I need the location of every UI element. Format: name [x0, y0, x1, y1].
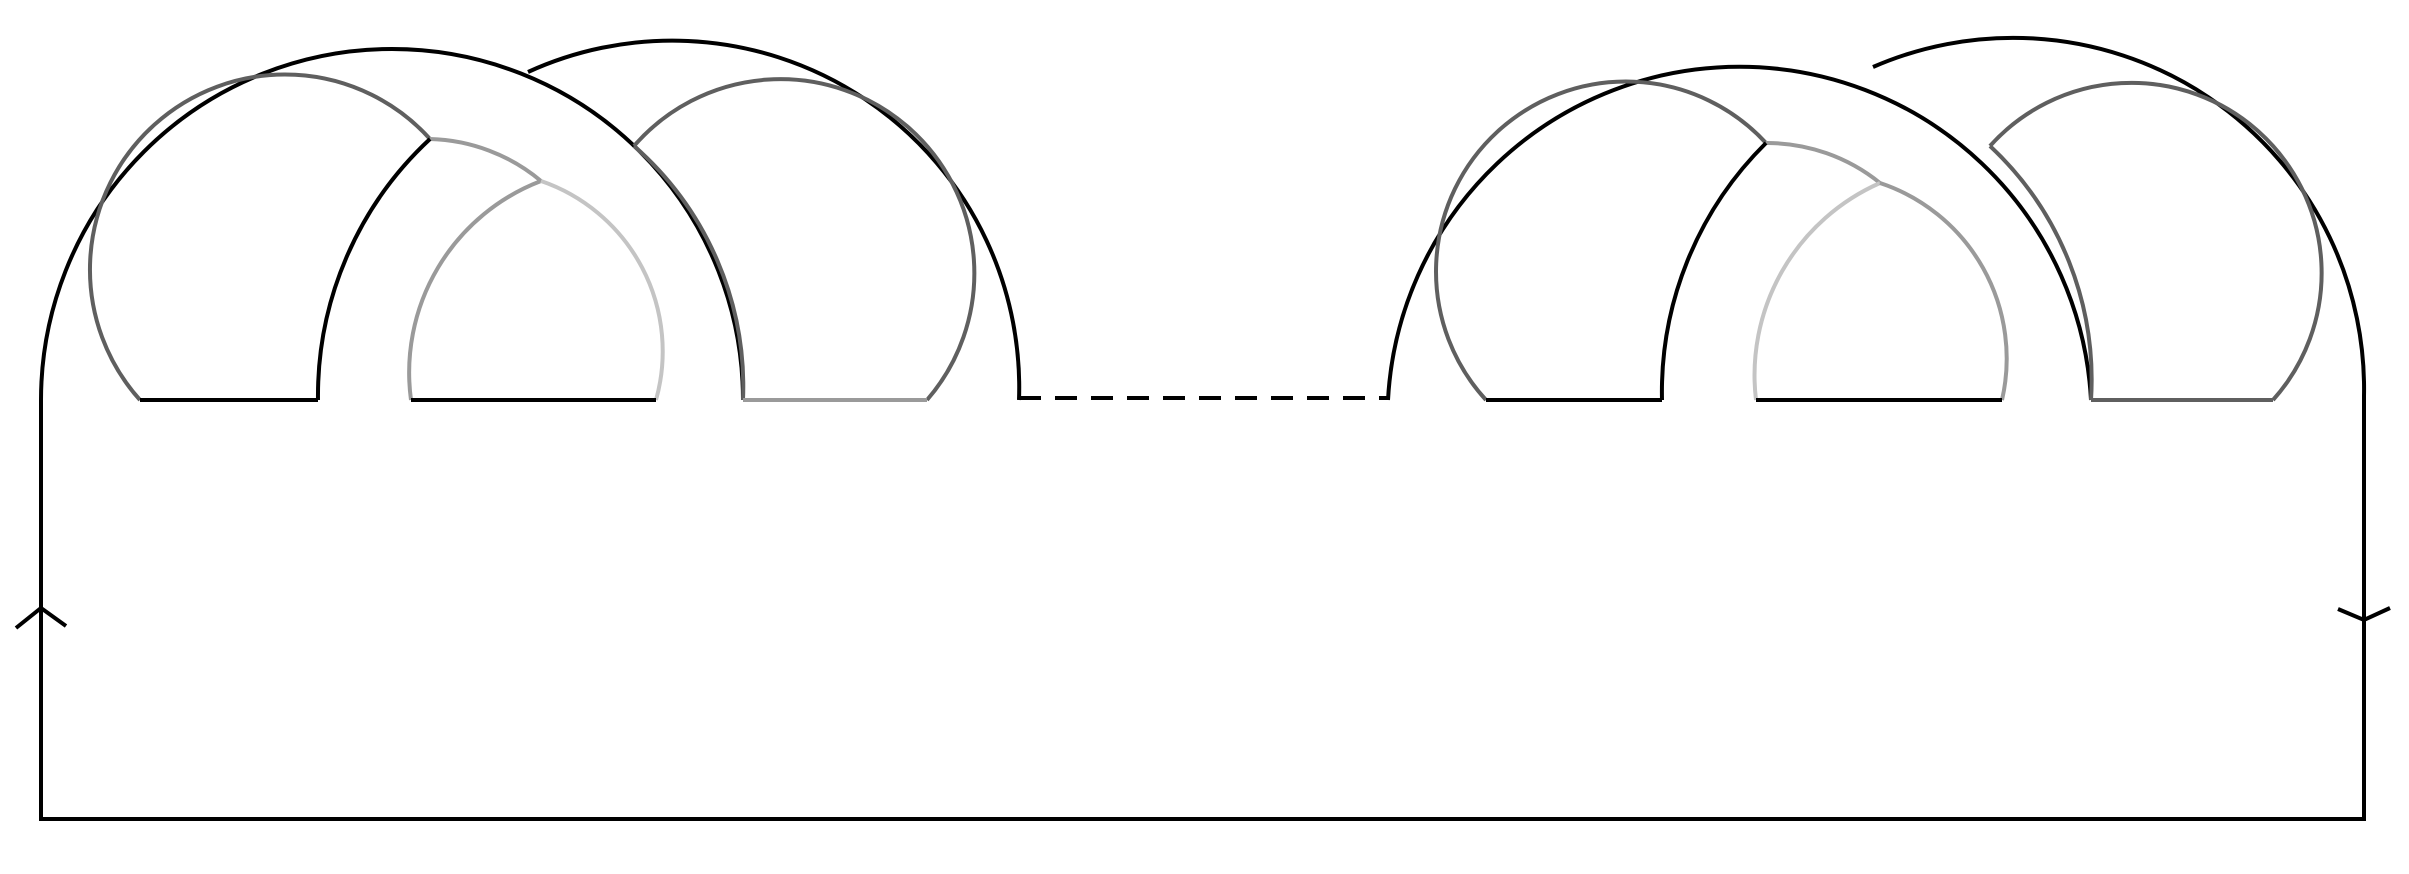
left-inner-arc-3b	[540, 179, 665, 401]
right-inner-arc-1b	[1765, 140, 1882, 185]
left-arch-group	[39, 38, 1022, 402]
right-inner-arc-2	[1659, 141, 1768, 401]
left-outer-front-arc	[39, 47, 745, 401]
right-outer-back-arc	[1872, 35, 2367, 397]
right-arrow-marker	[2337, 606, 2391, 623]
right-inner-arc-4	[1988, 144, 2094, 401]
left-inner-arc-4	[632, 144, 746, 401]
right-outer-front-arc	[1386, 64, 2093, 401]
left-inner-arc-5	[632, 77, 977, 402]
right-inner-arc-3b	[1879, 181, 2009, 401]
left-inner-arc-1	[87, 72, 432, 402]
left-inner-arc-2	[315, 137, 432, 401]
base-frame	[39, 396, 2366, 821]
right-inner-arc-5	[1988, 80, 2324, 402]
right-arch-group	[1386, 35, 2367, 402]
left-inner-arc-3	[407, 179, 542, 401]
left-arrow-marker	[14, 605, 68, 630]
left-inner-arc-1b	[429, 137, 543, 183]
right-inner-arc-3	[1752, 181, 1881, 401]
left-outer-back-arc	[527, 38, 1022, 401]
right-inner-arc-1	[1433, 79, 1768, 402]
